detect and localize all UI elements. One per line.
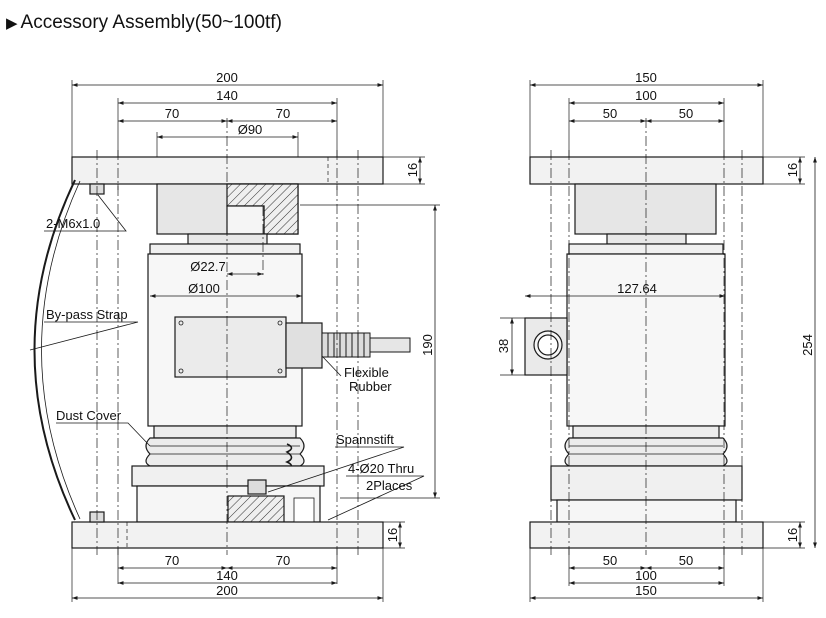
label-cable-line1: Flexible: [344, 365, 389, 380]
dim-side-overall-bottom: 150: [635, 583, 657, 598]
dim-side-boss-height: 38: [496, 339, 511, 353]
dim-side-body-to-boss: 127.64: [617, 281, 657, 296]
label-holes-line1: 4-Ø20 Thru: [348, 461, 414, 476]
dim-side-plate-thickness-top: 16: [785, 163, 800, 177]
dim-front-height-190: 190: [420, 334, 435, 356]
dim-front-half-right-top: 70: [276, 106, 290, 121]
title-marker-icon: ▶: [6, 15, 18, 32]
dim-front-bolt-pitch-bottom: 140: [216, 568, 238, 583]
label-bypass-strap: By-pass Strap: [46, 307, 128, 322]
front-bypass-strap: [33, 179, 76, 521]
side-neck: [606, 233, 687, 245]
side-base-block: [550, 465, 743, 501]
side-top-plate: [529, 156, 764, 185]
label-thread: 2-M6x1.0: [46, 216, 100, 231]
dim-front-overall-top: 200: [216, 70, 238, 85]
front-view: [29, 80, 440, 602]
side-view: [500, 80, 817, 602]
side-center-lines: [550, 118, 743, 555]
dim-front-dia-top: Ø90: [238, 122, 263, 137]
dim-side-half-left-top: 50: [603, 106, 617, 121]
dim-front-dia-body: Ø100: [188, 281, 220, 296]
front-cable-gland: [285, 322, 323, 369]
label-holes-line2: 2Places: [366, 478, 413, 493]
front-leader-lines: [29, 194, 425, 521]
label-spannstift: Spannstift: [336, 432, 394, 447]
dim-front-overall-bottom: 200: [216, 583, 238, 598]
dim-side-total-height: 254: [800, 334, 815, 356]
side-base-seat: [556, 499, 737, 523]
front-dust-cover: [145, 425, 305, 471]
dim-front-dia-small: Ø22.7: [190, 259, 225, 274]
front-flexible-cable: [321, 332, 411, 358]
dim-side-overall-top: 150: [635, 70, 657, 85]
dim-side-half-right-bottom: 50: [679, 553, 693, 568]
drawing-title: ▶Accessory Assembly(50~100tf): [6, 12, 282, 34]
dim-front-bolt-pitch-top: 140: [216, 88, 238, 103]
front-neck: [187, 233, 268, 245]
side-bottom-plate: [529, 521, 764, 549]
dim-front-half-left-bottom: 70: [165, 553, 179, 568]
label-cable-line2: Rubber: [349, 379, 392, 394]
front-cell-rim: [149, 243, 301, 255]
side-top-cap: [574, 183, 717, 235]
dim-side-plate-thickness-bottom: 16: [785, 528, 800, 542]
dim-front-plate-thickness-top: 16: [405, 163, 420, 177]
dim-side-half-right-top: 50: [679, 106, 693, 121]
dim-side-bolt-pitch-top: 100: [635, 88, 657, 103]
front-bottom-plate: [71, 521, 384, 549]
dim-front-half-left-top: 70: [165, 106, 179, 121]
front-labels: 2-M6x1.0 By-pass Strap Flexible Rubber D…: [46, 216, 414, 493]
front-center-lines: [96, 118, 359, 555]
side-dimension-texts: 150 100 50 50 16 127.64 38 254 16 50 50 …: [496, 70, 815, 598]
front-bolt-hole: [293, 497, 315, 523]
title-text: Accessory Assembly(50~100tf): [20, 12, 282, 33]
dim-side-bolt-pitch-bottom: 100: [635, 568, 657, 583]
front-dimension-lines: [72, 83, 437, 600]
front-load-button: [226, 205, 265, 235]
dim-front-plate-thickness-bottom: 16: [385, 528, 400, 542]
side-dimension-lines: [510, 83, 817, 600]
front-dimension-texts: 200 140 70 70 Ø90 16 Ø22.7 Ø100 190 16 7…: [165, 70, 435, 598]
front-nameplate: [174, 316, 287, 378]
front-spannstift-pin: [247, 479, 267, 495]
side-boss-ring-inner: [537, 334, 559, 356]
label-dust-cover: Dust Cover: [56, 408, 122, 423]
dim-side-half-left-bottom: 50: [603, 553, 617, 568]
front-top-plate: [71, 156, 384, 185]
dim-front-half-right-bottom: 70: [276, 553, 290, 568]
front-base-section-hatch: [227, 495, 285, 523]
